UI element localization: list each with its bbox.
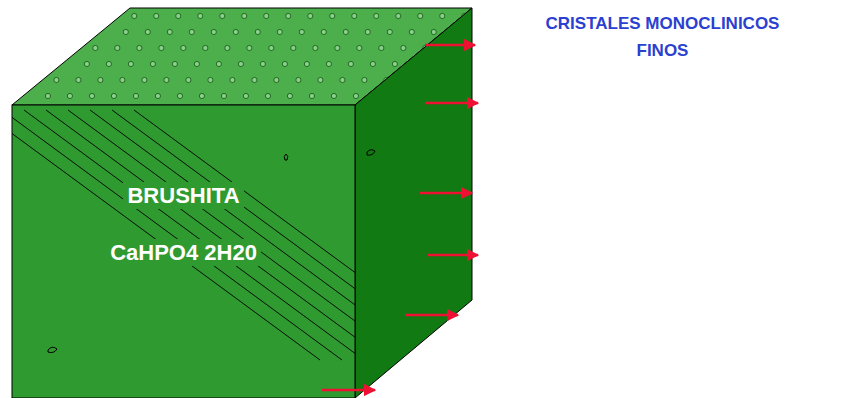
chemical-formula: CaHPO4 2H20 — [106, 239, 261, 266]
cleavage-lines — [12, 110, 355, 360]
mineral-name: BRUSHITA — [123, 182, 243, 209]
cube-front-face — [12, 105, 355, 398]
growth-arrows — [322, 45, 478, 390]
cube-right-face — [355, 8, 472, 398]
mineral-face: BRUSHITA CaHPO4 2H20 — [12, 105, 355, 398]
crystal-marks — [48, 150, 375, 353]
surface-dots — [45, 13, 599, 98]
crystal-label: CRISTALES MONOCLINICOS FINOS — [540, 10, 785, 64]
